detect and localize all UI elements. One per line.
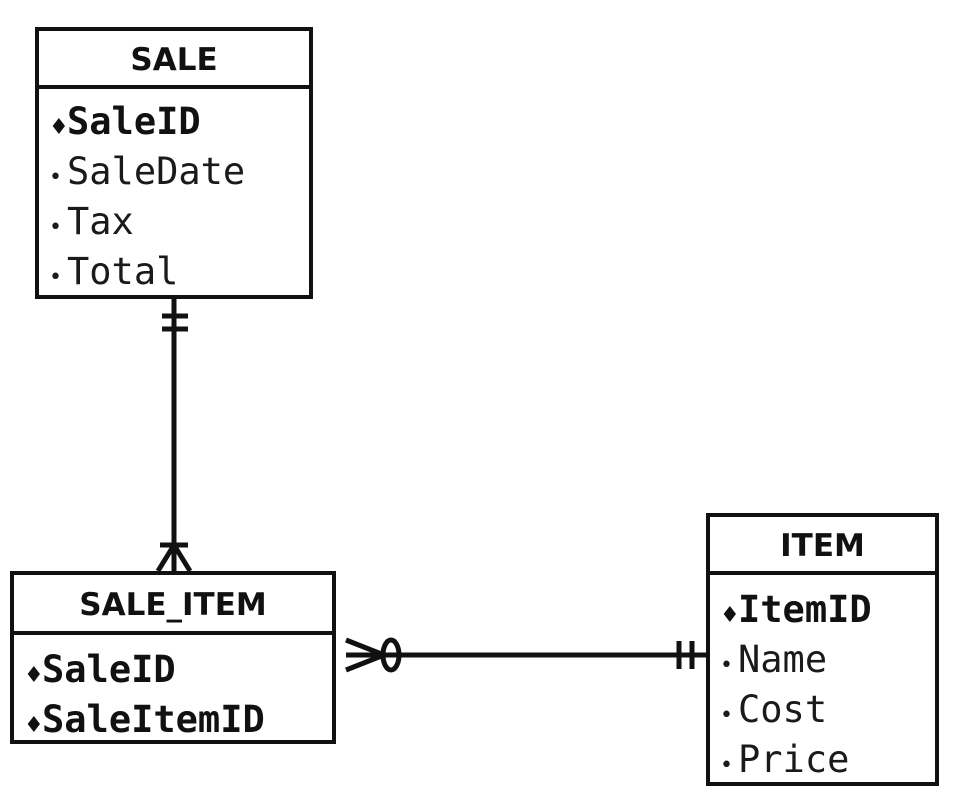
attribute-row: ♦ SaleID [24,648,332,701]
sale-item-crowfoot-right [171,543,193,573]
attribute-row: ♦ ItemID [720,588,935,641]
entity-item-attributes: ♦ ItemID • Name • Cost • Price [710,575,935,791]
attribute-name: Cost [738,688,828,731]
attribute-row: • Cost [720,688,935,741]
entity-sale-item-title: SALE_ITEM [14,575,332,635]
attribute-name: Total [67,250,179,293]
attribute-name: ItemID [738,588,872,631]
attribute-name: SaleID [42,648,176,691]
attribute-name: SaleID [67,100,201,143]
attribute-bullet-icon: • [720,703,733,728]
attribute-row: • SaleDate [49,150,309,203]
attribute-name: Name [738,638,828,681]
attribute-row: • Tax [49,200,309,253]
attribute-row: • Total [49,250,309,303]
attribute-row: • Price [720,738,935,791]
entity-sale-item: SALE_ITEM ♦ SaleID ♦ SaleItemID [10,571,336,744]
attribute-name: Tax [67,200,134,243]
attribute-row: ♦ SaleItemID [24,698,332,751]
relationship-sale-to-sale-item [155,299,193,573]
attribute-bullet-icon: • [720,653,733,678]
entity-sale-attributes: ♦ SaleID • SaleDate • Tax • Total [39,89,309,303]
attribute-bullet-icon: • [720,753,733,778]
sale-item-zero-circle [380,637,402,673]
sale-item-crowfoot-left [155,543,177,573]
attribute-bullet-icon: • [49,215,62,240]
entity-item: ITEM ♦ ItemID • Name • Cost • Price [706,513,939,786]
primary-key-diamond-icon: ♦ [24,663,44,688]
attribute-bullet-icon: • [49,165,62,190]
attribute-row: ♦ SaleID [49,100,309,153]
entity-sale-item-attributes: ♦ SaleID ♦ SaleItemID [14,635,332,751]
attribute-row: • Name [720,638,935,691]
attribute-name: SaleDate [67,150,246,193]
entity-sale: SALE ♦ SaleID • SaleDate • Tax • Total [35,27,313,299]
primary-key-diamond-icon: ♦ [49,115,69,140]
sale-item-crowfoot-bottom [345,652,385,673]
attribute-name: SaleItemID [42,698,265,741]
attribute-bullet-icon: • [49,265,62,290]
entity-sale-title: SALE [39,31,309,89]
primary-key-diamond-icon: ♦ [720,603,740,628]
primary-key-diamond-icon: ♦ [24,713,44,738]
relationship-sale-item-to-item [345,637,706,673]
entity-item-title: ITEM [710,517,935,575]
attribute-name: Price [738,738,850,781]
